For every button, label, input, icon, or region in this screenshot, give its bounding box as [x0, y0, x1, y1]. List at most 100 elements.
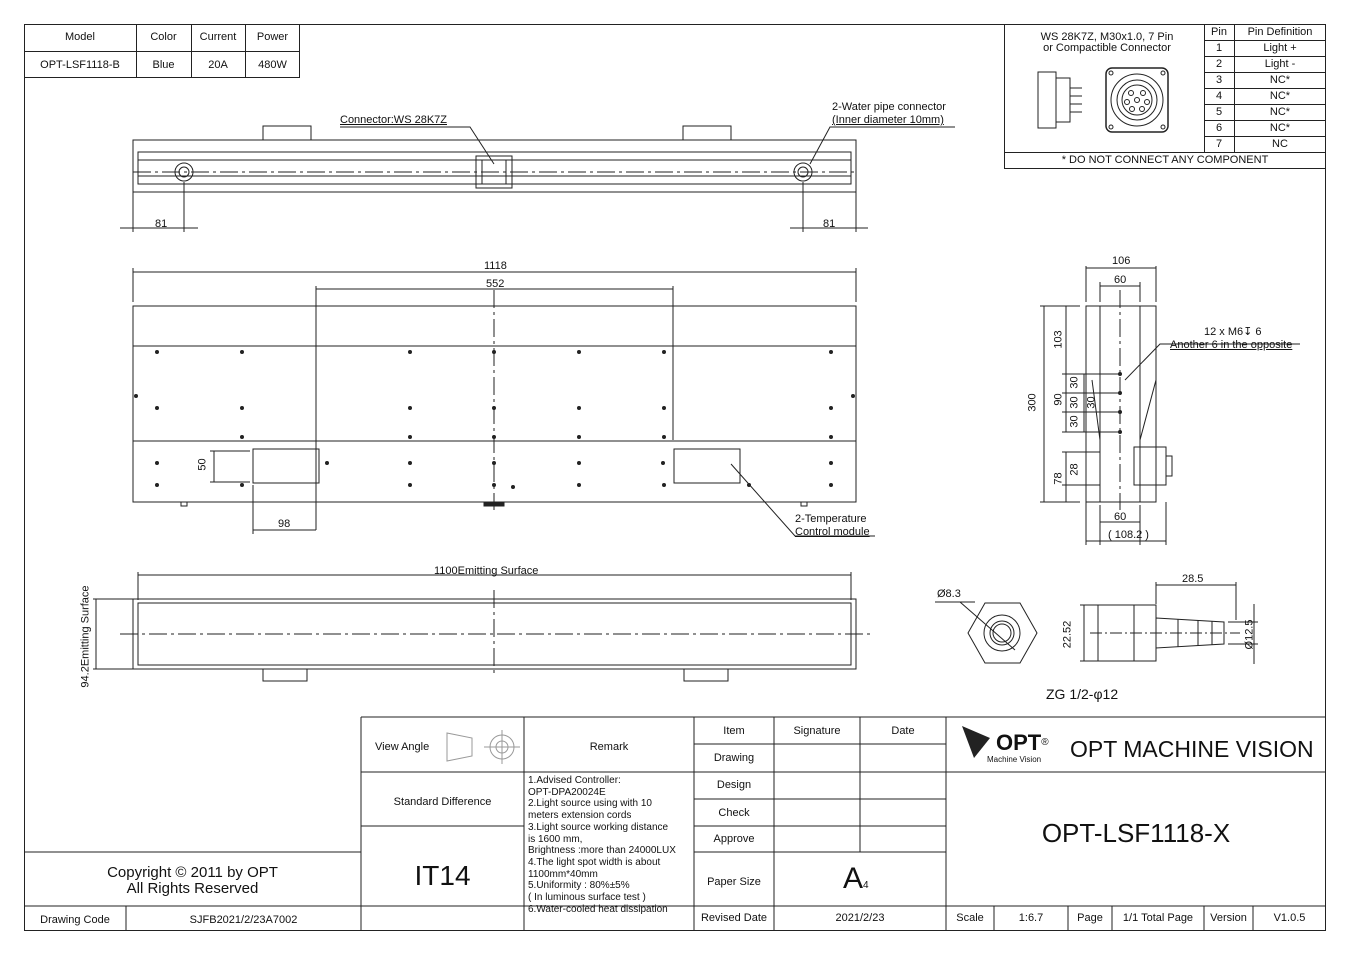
remark-line: 2.Light source using with 10 — [528, 798, 652, 810]
pin-number: 3 — [1215, 74, 1223, 86]
logo-registered: ® — [1041, 737, 1049, 748]
pin-definition-header: Pin Definition — [1247, 26, 1313, 38]
title-block-grid — [24, 716, 1326, 931]
bottom-view — [93, 572, 870, 682]
scale-label: Scale — [956, 912, 984, 924]
remark-header: Remark — [589, 741, 629, 753]
row-design: Design — [716, 779, 752, 791]
holes-note: 12 x M6↧ 6 — [1204, 326, 1262, 338]
mounting-hole — [408, 406, 412, 410]
row-approve: Approve — [713, 833, 755, 845]
pin-definition: NC — [1272, 138, 1288, 150]
dim-phi-12-5: Ø12.5 — [1243, 619, 1256, 650]
pin-number: 5 — [1215, 106, 1223, 118]
pin-number: 2 — [1215, 58, 1223, 70]
remark-line: meters extension cords — [528, 810, 632, 822]
water-connector-callout-1: 2-Water pipe connector — [832, 101, 946, 113]
opt-logo-mark — [962, 726, 990, 758]
spec-header-model: Model — [65, 31, 95, 43]
version-label: Version — [1210, 912, 1247, 924]
mounting-hole — [747, 483, 751, 487]
drawing-code-value: SJFB2021/2/23A7002 — [189, 914, 298, 926]
side-view — [1040, 266, 1300, 545]
mounting-hole — [492, 350, 496, 354]
mounting-hole — [492, 435, 496, 439]
paper-size-letter: A — [843, 862, 864, 895]
revised-date-value: 2021/2/23 — [835, 912, 885, 924]
pin-row-line — [1204, 88, 1326, 89]
mounting-holes — [134, 350, 1122, 489]
copyright-line-1: Copyright © 2011 by OPT — [107, 864, 278, 881]
temp-module-callout-1: 2-Temperature — [795, 513, 867, 525]
pin-row-line — [1204, 72, 1326, 73]
mounting-hole — [577, 483, 581, 487]
mounting-hole — [134, 394, 138, 398]
dim-side-30b: 30 — [1068, 396, 1081, 409]
sheet-frame — [24, 24, 1326, 931]
pin-definition: NC* — [1269, 106, 1291, 118]
mounting-hole — [577, 406, 581, 410]
dim-module-50: 50 — [196, 458, 209, 471]
paper-size-sub: 4 — [863, 880, 869, 891]
col-date: Date — [891, 725, 915, 737]
dim-side-90: 90 — [1052, 393, 1065, 406]
remark-line: Brightness :more than 24000LUX — [528, 845, 676, 857]
connector-note: * DO NOT CONNECT ANY COMPONENT — [1061, 154, 1269, 166]
mounting-hole — [408, 483, 412, 487]
pin-header: Pin — [1211, 26, 1227, 38]
dim-side-60-bot: 60 — [1114, 511, 1127, 523]
water-connector-callout-2: (Inner diameter 10mm) — [832, 114, 944, 126]
spec-value-current: 20A — [208, 59, 228, 71]
pin-number: 6 — [1215, 122, 1223, 134]
dim-28-5: 28.5 — [1182, 573, 1204, 585]
mounting-hole — [155, 350, 159, 354]
side-hole — [1118, 372, 1122, 376]
company-name: OPT MACHINE VISION — [1070, 736, 1314, 762]
mounting-hole — [577, 461, 581, 465]
mounting-hole — [661, 461, 665, 465]
dim-emitting-length: 1100Emitting Surface — [434, 565, 539, 577]
pin-number: 7 — [1215, 138, 1223, 150]
spec-header-power: Power — [256, 31, 289, 43]
connector-desc-2: or Compactible Connector — [1043, 42, 1171, 54]
pin-row-line — [1204, 120, 1326, 121]
mounting-hole — [829, 461, 833, 465]
mounting-hole — [492, 483, 496, 487]
pin-number: 4 — [1215, 90, 1223, 102]
spec-header-current: Current — [199, 31, 237, 43]
dim-side-103: 103 — [1052, 330, 1065, 349]
remark-line: 5.Uniformity : 80%±5% — [528, 880, 630, 892]
mounting-hole — [829, 435, 833, 439]
spec-header-color: Color — [150, 31, 177, 43]
mounting-hole — [662, 350, 666, 354]
dim-module-98: 98 — [278, 518, 291, 530]
dim-right-81: 81 — [823, 218, 836, 230]
part-number: OPT-LSF1118-X — [1041, 818, 1231, 848]
dim-side-300: 300 — [1026, 393, 1039, 412]
mounting-hole — [240, 483, 244, 487]
col-signature: Signature — [793, 725, 841, 737]
dim-side-30c: 30 — [1068, 415, 1081, 428]
dim-side-30d: 30 — [1085, 396, 1098, 409]
dim-holes-552: 552 — [486, 278, 505, 290]
remark-line: ( In luminous surface test ) — [528, 892, 646, 903]
mounting-hole — [408, 350, 412, 354]
thread-label: ZG 1/2-φ12 — [1046, 686, 1119, 702]
side-hole — [1118, 410, 1122, 414]
mounting-hole — [155, 483, 159, 487]
front-view — [132, 268, 875, 537]
remark-line: OPT-DPA20024E — [528, 786, 606, 798]
remark-line: 6.Water-cooled heat dissipation — [528, 903, 668, 915]
pin-number: 1 — [1215, 42, 1223, 54]
page-value: 1/1 Total Page — [1122, 912, 1194, 924]
mounting-hole — [662, 406, 666, 410]
tolerance-value: IT14 — [414, 860, 471, 891]
connector-desc-1: WS 28K7Z, M30x1.0, 7 Pin — [1040, 31, 1174, 43]
mounting-hole — [155, 461, 159, 465]
mounting-hole — [577, 435, 581, 439]
mounting-hole — [408, 461, 412, 465]
logo-opt: OPT — [996, 730, 1042, 755]
view-angle-label: View Angle — [375, 741, 430, 753]
